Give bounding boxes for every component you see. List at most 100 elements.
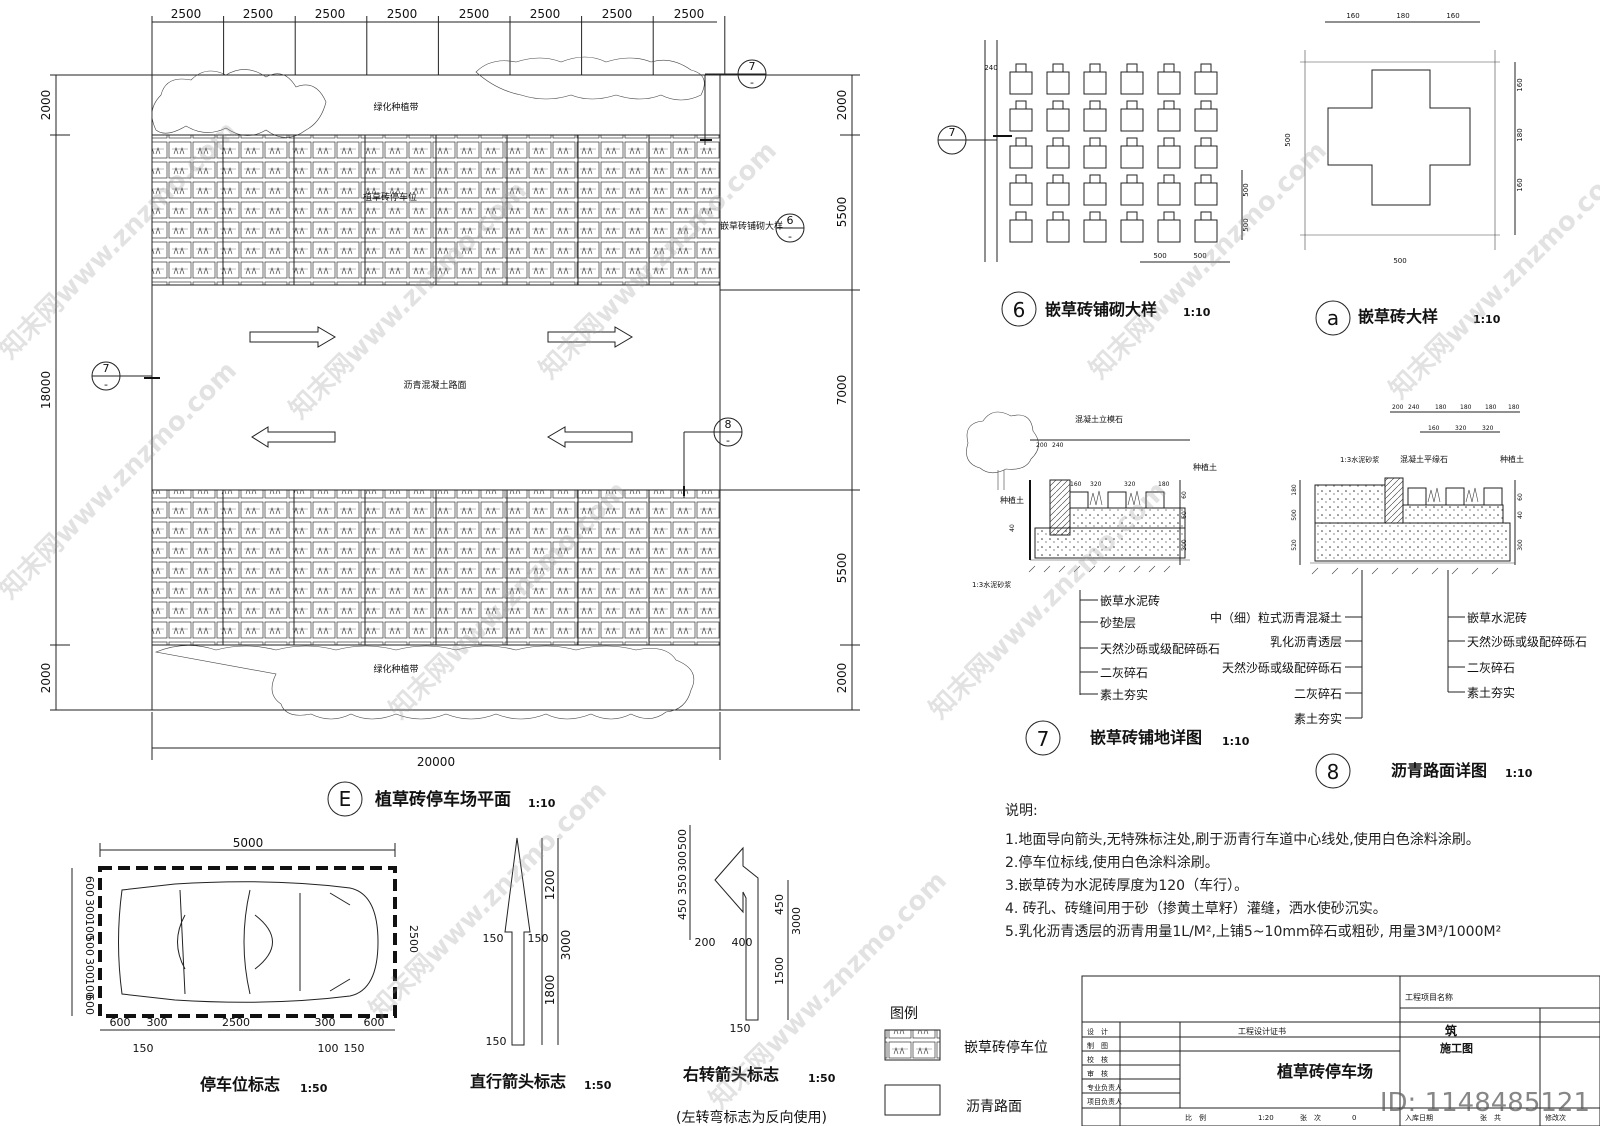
note-item: 2.停车位标线,使用白色涂料涂刷。 [1005, 855, 1219, 871]
dim-text: 2000 [835, 663, 849, 694]
straight-arrow-mark: 1200 3000 1800 150 150 150 直行箭头标志 1:50 [470, 837, 612, 1092]
title-symbol-8: 8 [1327, 760, 1340, 784]
detail-8-section: 200 240 180 180 180 180 160 320 320 1:3水… [1210, 404, 1587, 789]
paver-cell [1009, 71, 1033, 95]
curb-stone [1049, 479, 1071, 536]
parking-lot-plan: 2500 2500 2500 2500 2500 2500 2500 2500 … [39, 7, 860, 817]
direction-arrow-right-2 [547, 326, 633, 348]
dim-text: 3000 [790, 907, 803, 935]
dim-text: 180 [1516, 128, 1524, 141]
detail7-title: 嵌草砖铺地详图 [1090, 728, 1202, 747]
dim-text: 5000 [233, 836, 264, 850]
layer-label: 嵌草水泥砖 [1467, 610, 1527, 625]
straight-arrow-icon [504, 837, 531, 1046]
detail-7-section: 200 240 160 320 320 180 混凝土立模石 种植土 种植土 1… [966, 411, 1250, 756]
callout-dash: - [788, 230, 792, 243]
paver-cell [1126, 63, 1138, 73]
detail8-label: 种植土 [1500, 454, 1524, 464]
dim-text: 100 [318, 1042, 339, 1055]
curb-stone [1384, 477, 1404, 524]
paver-cell [1157, 145, 1181, 169]
grass-paver-label: 植草砖停车位 [363, 191, 417, 203]
car-icon [118, 881, 379, 1003]
layer-label: 素土夯实 [1467, 685, 1515, 700]
paver-cell [1089, 63, 1101, 73]
paver-cell [1083, 108, 1107, 132]
tb-sheet-value: 0 [1352, 1114, 1356, 1122]
dim-text: 500 [83, 935, 96, 956]
detail6-title: 嵌草砖铺砌大样 [1045, 300, 1157, 319]
callout-dash: - [750, 76, 754, 89]
paver-block [1145, 491, 1165, 509]
paver-cell [1163, 137, 1175, 147]
dim-text: 2000 [835, 90, 849, 121]
paver-cell [1046, 108, 1070, 132]
dim-text: 1800 [543, 975, 557, 1006]
paver-cell [1009, 145, 1033, 169]
right-arrow-scale: 1:50 [808, 1072, 836, 1085]
paver-cell [1083, 219, 1107, 243]
callout-dash: - [104, 378, 108, 391]
layer-label: 中（细）粒式沥青混凝土 [1210, 610, 1342, 625]
paver-cell [1052, 100, 1064, 110]
paver-cell [1120, 182, 1144, 206]
dim-text: 2500 [674, 7, 705, 21]
detail7-label: 种植土 [1000, 495, 1024, 505]
paver-cell [1200, 174, 1212, 184]
dim-text: 180 [1508, 404, 1520, 411]
dim-text: 240 [1052, 442, 1064, 449]
dim-text: 180 [1396, 12, 1409, 20]
tb-date-label: 入库日期 [1405, 1113, 1433, 1122]
layer-label: 素土夯实 [1100, 687, 1148, 702]
dim-text: 500 [1242, 218, 1250, 231]
tb-project: 工程项目名称 [1405, 992, 1453, 1002]
layer-label: 二灰碎石 [1294, 686, 1342, 701]
paver-cell [1120, 219, 1144, 243]
note-item: 4. 砖孔、砖缝间用于砂（掺黄土草籽）灌缝，洒水使砂沉实。 [1005, 901, 1387, 917]
dim-text: 200 [1392, 404, 1404, 411]
callout-7: 7 [949, 126, 956, 139]
dim-text: 160 [1516, 78, 1524, 91]
paver-cell [1009, 219, 1033, 243]
paver-cell [1015, 174, 1027, 184]
dim-text: 40 [1009, 524, 1016, 532]
detail7-scale: 1:10 [1222, 735, 1250, 748]
detail-a-paver-block: 160 180 160 160 180 160 500 500 a 嵌草砖大样 … [1284, 12, 1524, 336]
watermark-text: 知末网www.znzmo.com [1384, 156, 1600, 405]
dim-text: 180 [1460, 404, 1472, 411]
dim-text: 100 [83, 919, 96, 940]
paver-cell [1083, 182, 1107, 206]
layer-label: 嵌草水泥砖 [1100, 593, 1160, 608]
id-tag: ID: 1148485121 [1379, 1088, 1590, 1118]
detail7-label: 种植土 [1193, 462, 1217, 472]
callout-dash: - [726, 434, 730, 447]
straight-arrow-scale: 1:50 [584, 1079, 612, 1092]
dim-text: 500 [1153, 252, 1166, 260]
dim-text: 500 [1284, 133, 1292, 146]
paver-cell [1194, 182, 1218, 206]
watermark-text: 知末网www.znzmo.com [1084, 136, 1333, 385]
layer-label: 乳化沥青透层 [1270, 635, 1342, 649]
dim-text: 5500 [835, 197, 849, 228]
dim-text: 450 [676, 899, 689, 920]
title-symbol-a: a [1327, 306, 1339, 330]
dim-text: 2500 [530, 7, 561, 21]
paver-cell [1089, 174, 1101, 184]
paver-cell [1089, 137, 1101, 147]
tb-cert: 工程设计证书 [1238, 1026, 1286, 1036]
paver-cell [1046, 219, 1070, 243]
paver-cell [1163, 211, 1175, 221]
dim-text: 60 [1517, 493, 1524, 501]
paver-cell [1126, 137, 1138, 147]
dim-text: 150 [730, 1022, 751, 1035]
dim-text: 450 [773, 894, 786, 915]
dim-text: 300 [1181, 539, 1188, 551]
dim-text: 350 [676, 874, 689, 895]
dim-text: 300 [83, 899, 96, 920]
dim-text: 150 [344, 1042, 365, 1055]
paver-cell [1052, 174, 1064, 184]
dim-text: 160 [1428, 425, 1440, 432]
paver-cell [1120, 71, 1144, 95]
dim-text: 600 [83, 994, 96, 1015]
